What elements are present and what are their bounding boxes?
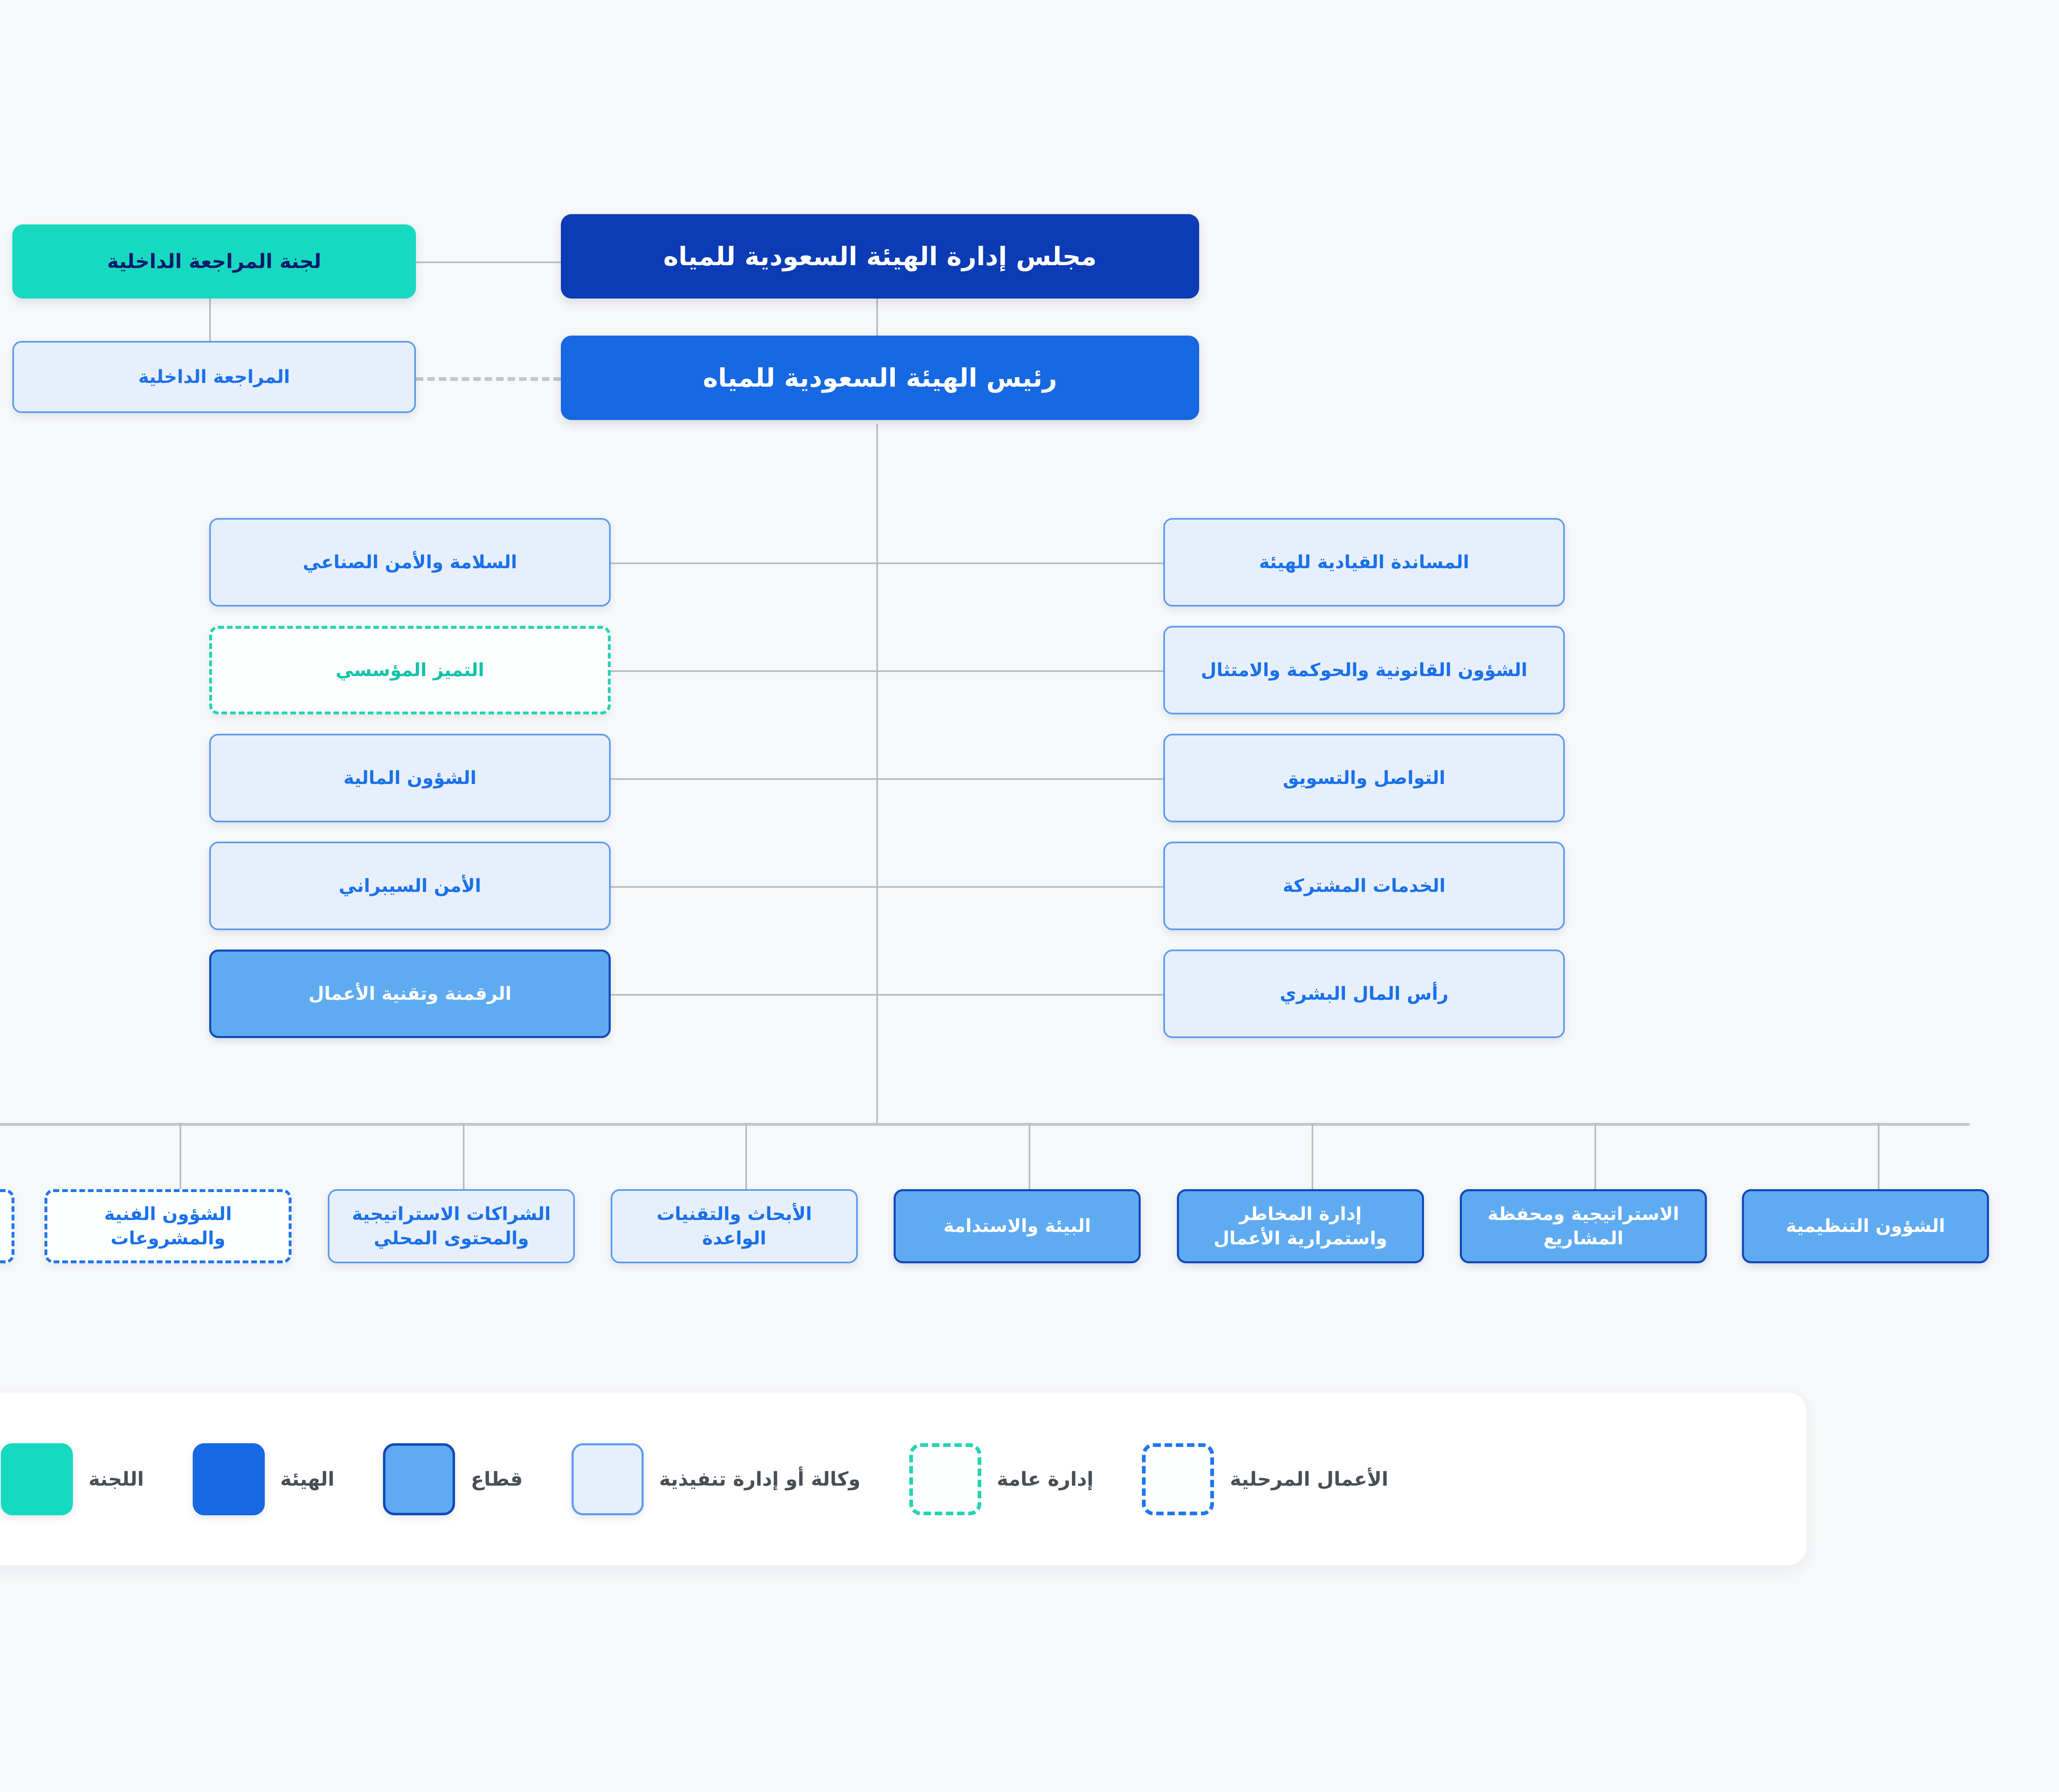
connector-left-row-5 (609, 994, 1165, 996)
connector-committee-to-board (416, 261, 561, 263)
node-label: لجنة المراجعة الداخلية (107, 250, 322, 273)
node-label: مجلس إدارة الهيئة السعودية للمياه (663, 241, 1097, 271)
connector-left-row-1 (609, 562, 1165, 564)
legend-panel: اللجنة الهيئة قطاع وكالة أو إدارة تنفيذي… (0, 1393, 1807, 1566)
connector-bottom-drop-5 (1029, 1123, 1030, 1190)
node-label: الأمن السيبراني (338, 875, 481, 896)
legend-item-phased: الأعمال المرحلية (1142, 1443, 1388, 1515)
connector-bottom-drop-3 (463, 1123, 465, 1190)
legend-swatch-sector (383, 1443, 455, 1515)
node-label: المراجعة الداخلية (138, 366, 290, 387)
legend-item-authority: الهيئة (192, 1443, 335, 1515)
node-label: الاستراتيجية ومحفظة المشاريع (1487, 1203, 1679, 1249)
legend-swatch-authority (192, 1443, 265, 1515)
connector-committee-to-internal-audit (209, 288, 211, 379)
node-bottom-4[interactable]: البيئة والاستدامة (894, 1189, 1141, 1263)
node-left-5[interactable]: الرقمنة وتقنية الأعمال (209, 950, 611, 1038)
legend-swatch-phased (1142, 1443, 1214, 1515)
node-left-3[interactable]: الشؤون المالية (209, 734, 611, 822)
node-label: الشؤون الفنية والمشروعات (104, 1203, 232, 1249)
legend-item-general: إدارة عامة (909, 1443, 1094, 1515)
node-right-4[interactable]: الخدمات المشتركة (1163, 842, 1565, 930)
node-label: الرقمنة وتقنية الأعمال (308, 983, 511, 1004)
legend-item-sector: قطاع (383, 1443, 523, 1515)
legend-label-sector: قطاع (471, 1468, 523, 1491)
node-bottom-1[interactable]: الشؤون التنظيمية (1742, 1189, 1989, 1263)
node-label: التواصل والتسويق (1283, 767, 1445, 789)
node-right-2[interactable]: الشؤون القانونية والحوكمة والامتثال (1163, 626, 1565, 714)
legend-item-committee: اللجنة (1, 1443, 144, 1515)
node-internal-audit[interactable]: المراجعة الداخلية (12, 341, 416, 413)
connector-internal-audit-to-president (416, 377, 561, 381)
node-bottom-6[interactable]: الشراكات الاستراتيجية والمحتوى المحلي (328, 1189, 575, 1263)
node-label: المساندة القيادية للهيئة (1259, 551, 1469, 573)
connector-bottom-drop-2 (180, 1123, 181, 1190)
node-bottom-3[interactable]: إدارة المخاطر واستمرارية الأعمال (1177, 1189, 1424, 1263)
node-president[interactable]: رئيس الهيئة السعودية للمياه (561, 336, 1199, 420)
connector-left-row-3 (609, 778, 1165, 780)
node-label: رئيس الهيئة السعودية للمياه (703, 362, 1057, 393)
node-label: الشؤون القانونية والحوكمة والامتثال (1201, 659, 1527, 681)
node-audit-committee[interactable]: لجنة المراجعة الداخلية (12, 224, 416, 299)
legend-label-general: إدارة عامة (997, 1468, 1094, 1491)
connector-bottom-bus (0, 1123, 1970, 1126)
node-bottom-5[interactable]: الأبحاث والتقنيات الواعدة (611, 1189, 858, 1263)
connector-bottom-drop-6 (1312, 1123, 1313, 1190)
legend-swatch-committee (1, 1443, 73, 1515)
node-left-4[interactable]: الأمن السيبراني (209, 842, 611, 930)
legend-label-agency: وكالة أو إدارة تنفيذية (659, 1468, 861, 1491)
connector-board-to-president (876, 299, 878, 348)
node-left-2[interactable]: التميز المؤسسي (209, 626, 611, 714)
node-right-3[interactable]: التواصل والتسويق (1163, 734, 1565, 822)
node-left-1[interactable]: السلامة والأمن الصناعي (209, 518, 611, 607)
node-board[interactable]: مجلس إدارة الهيئة السعودية للمياه (561, 214, 1199, 299)
node-bottom-2[interactable]: الاستراتيجية ومحفظة المشاريع (1460, 1189, 1707, 1263)
node-right-5[interactable]: رأس المال البشري (1163, 950, 1565, 1038)
legend-swatch-general (909, 1443, 981, 1515)
node-label: رأس المال البشري (1279, 983, 1449, 1004)
node-label: السلامة والأمن الصناعي (303, 551, 517, 573)
node-label: الخدمات المشتركة (1282, 875, 1446, 896)
node-label: الشؤون التنظيمية (1786, 1216, 1945, 1237)
node-label: تحلية المياه (0, 1214, 2, 1238)
legend-label-authority: الهيئة (280, 1468, 335, 1491)
node-label: الأبحاث والتقنيات الواعدة (656, 1203, 812, 1249)
node-label: الشراكات الاستراتيجية والمحتوى المحلي (352, 1203, 551, 1249)
connector-left-row-4 (609, 886, 1165, 888)
node-label: إدارة المخاطر واستمرارية الأعمال (1214, 1203, 1387, 1249)
node-label: البيئة والاستدامة (943, 1216, 1091, 1237)
connector-bottom-drop-8 (1878, 1123, 1879, 1190)
node-bottom-8[interactable]: تحلية المياه (0, 1189, 14, 1263)
node-right-1[interactable]: المساندة القيادية للهيئة (1163, 518, 1565, 607)
legend-item-agency: وكالة أو إدارة تنفيذية (571, 1443, 861, 1515)
connector-main-spine (876, 424, 878, 1124)
node-label: التميز المؤسسي (336, 659, 484, 681)
connector-bottom-drop-4 (745, 1123, 747, 1190)
connector-left-row-2 (609, 670, 1165, 672)
node-label: الشؤون المالية (343, 767, 476, 789)
node-bottom-7[interactable]: الشؤون الفنية والمشروعات (44, 1189, 292, 1263)
connector-bottom-drop-7 (1594, 1123, 1596, 1190)
legend-label-phased: الأعمال المرحلية (1230, 1468, 1389, 1491)
legend-swatch-agency (571, 1443, 644, 1515)
legend-label-committee: اللجنة (89, 1468, 144, 1491)
